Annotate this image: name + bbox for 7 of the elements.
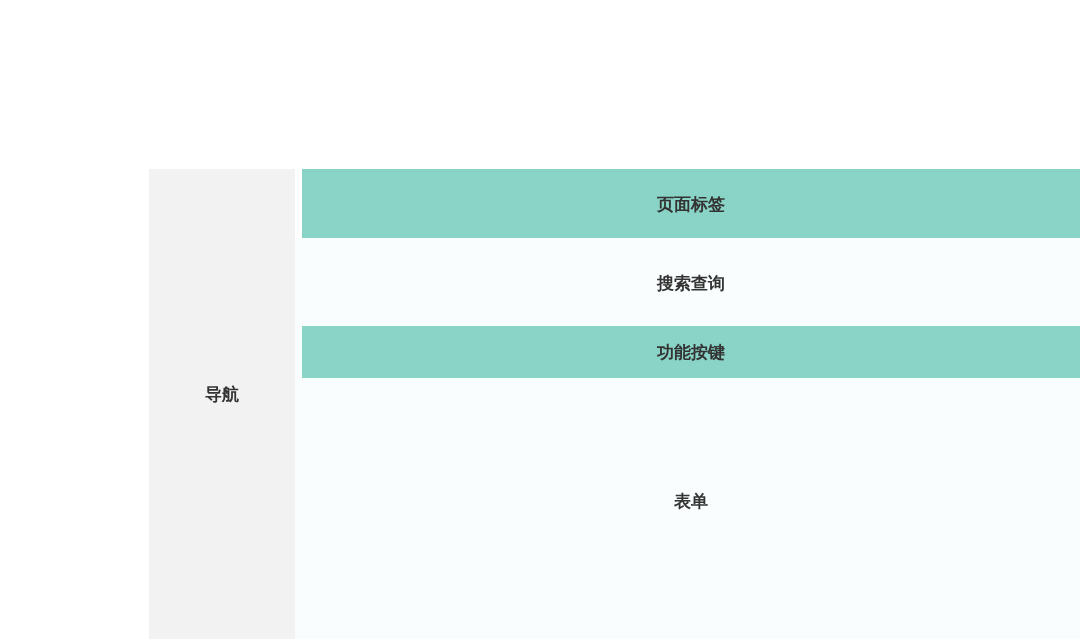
section-label: 功能按键 [657, 342, 725, 362]
section-label: 页面标签 [657, 194, 725, 214]
section-label: 搜索查询 [657, 273, 725, 293]
button-bar [302, 326, 1080, 378]
section-label: 导航 [205, 384, 239, 404]
tab-bar [302, 169, 1080, 238]
section-label: 表单 [674, 491, 708, 511]
